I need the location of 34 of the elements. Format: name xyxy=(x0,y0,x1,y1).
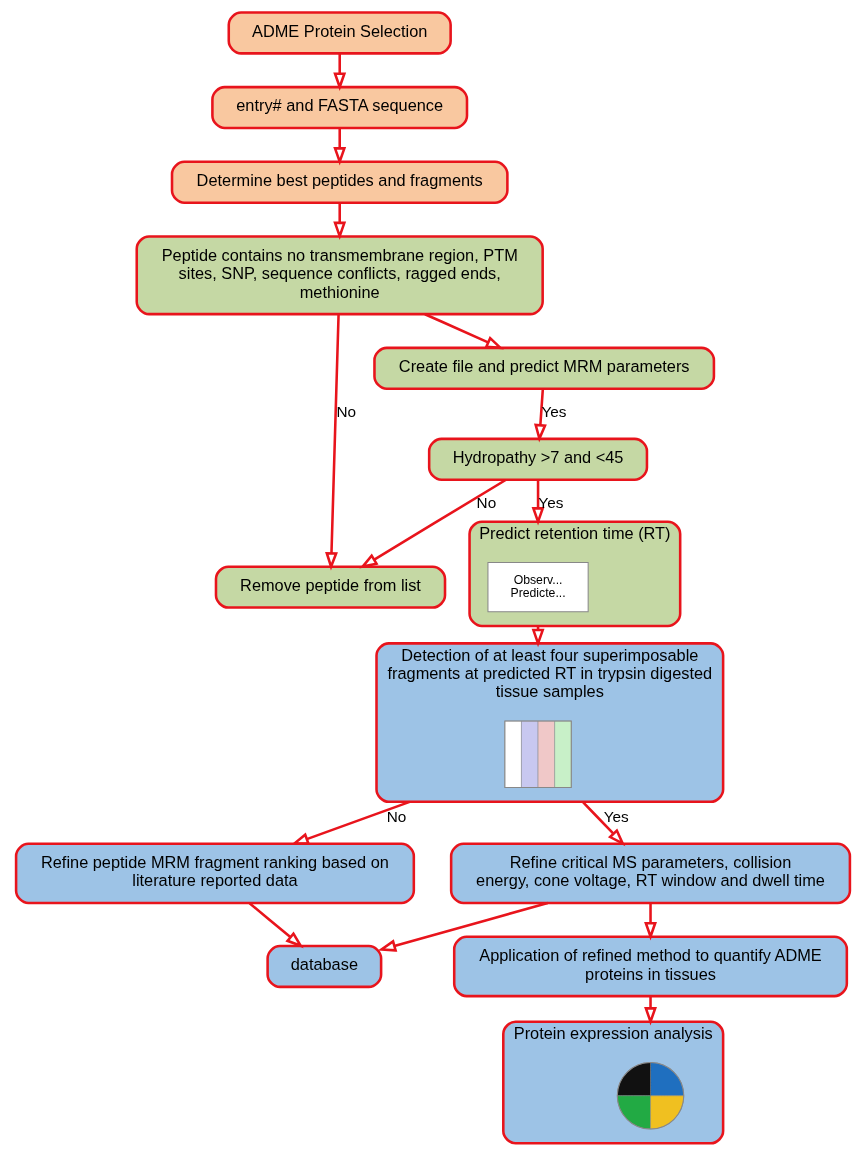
arrow xyxy=(533,389,547,443)
node-box: Observ... Predicte... xyxy=(486,562,589,613)
edge-label: No xyxy=(476,494,496,512)
node-box: Create file and predict MRM parameters xyxy=(372,346,715,391)
arrow xyxy=(324,314,340,571)
arrow xyxy=(643,996,657,1026)
arrow xyxy=(643,903,657,941)
node-box: Peptide contains no transmembrane region, PTM sites, SNP, sequence conflicts, ragged ends, methionine xyxy=(134,235,544,316)
arrow xyxy=(332,128,346,166)
cluster: Detection of at least four superimposable fragments at predicted RT in trypsin digested tissue samples xyxy=(374,642,724,804)
arrow xyxy=(358,478,506,569)
arrow xyxy=(531,480,544,526)
node-box: Application of refined method to quantify ADME proteins in tissues xyxy=(452,935,848,998)
arrow xyxy=(290,800,410,845)
arrow xyxy=(332,53,346,91)
cluster: Protein expression analysis xyxy=(501,1020,724,1145)
node-box: Refine critical MS parameters, collision energy, cone voltage, RT window and dwell time xyxy=(449,842,851,905)
node-box: ADME Protein Selection xyxy=(227,11,452,55)
edge-label: No xyxy=(336,403,356,421)
node-box: Refine peptide MRM fragment ranking based on literature reported data xyxy=(14,842,415,905)
arrow xyxy=(423,313,504,350)
node-box: entry# and FASTA sequence xyxy=(210,85,468,130)
edge-label: Yes xyxy=(537,494,563,512)
node-box: Remove peptide from list xyxy=(214,565,446,609)
node-box: Determine best peptides and fragments xyxy=(170,160,509,204)
arrow xyxy=(581,800,625,847)
node-box: Hydropathy >7 and <45 xyxy=(427,437,648,482)
arrow xyxy=(377,901,548,952)
node-box: database xyxy=(265,944,382,989)
arrow xyxy=(332,203,346,241)
edge-label: No xyxy=(386,808,406,826)
arrow xyxy=(248,902,304,949)
edge-label: Yes xyxy=(540,403,566,421)
edge-label: Yes xyxy=(603,808,629,826)
